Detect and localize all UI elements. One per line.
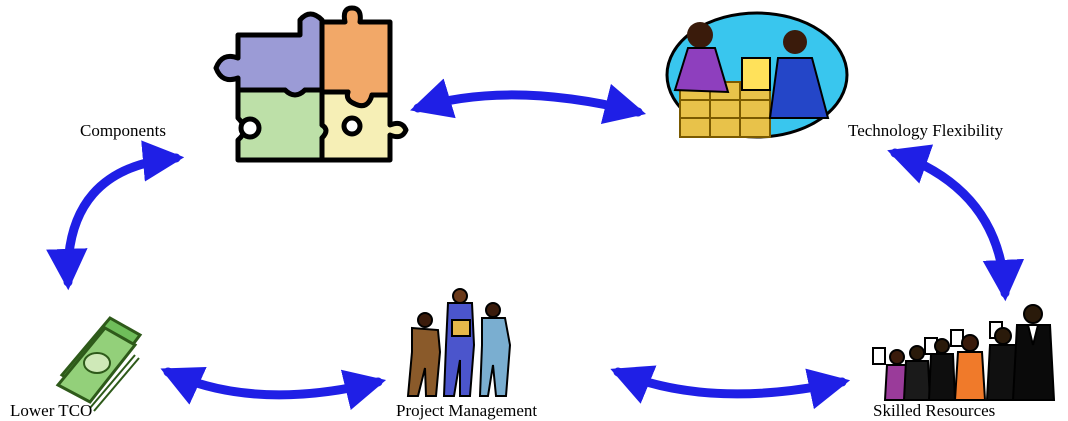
node-label-components: Components	[80, 121, 166, 140]
arrow-components-lower-tco	[46, 140, 185, 291]
arrow-components-technology	[410, 78, 647, 125]
node-label-skilled-resources: Skilled Resources	[873, 401, 996, 420]
node-label-lower-tco: Lower TCO	[10, 401, 93, 420]
arrow-project-skilled	[610, 365, 851, 410]
arrow-lower-tco-project	[160, 367, 387, 410]
node-label-project-management: Project Management	[396, 401, 538, 420]
node-label-technology-flexibility: Technology Flexibility	[848, 121, 1004, 140]
arrow-technology-skilled	[887, 144, 1025, 302]
team-meeting-icon	[406, 288, 512, 397]
handshake-icon	[665, 11, 849, 139]
money-icon	[55, 316, 143, 412]
voting-crowd-icon	[872, 304, 1056, 401]
puzzle-icon	[213, 5, 409, 163]
